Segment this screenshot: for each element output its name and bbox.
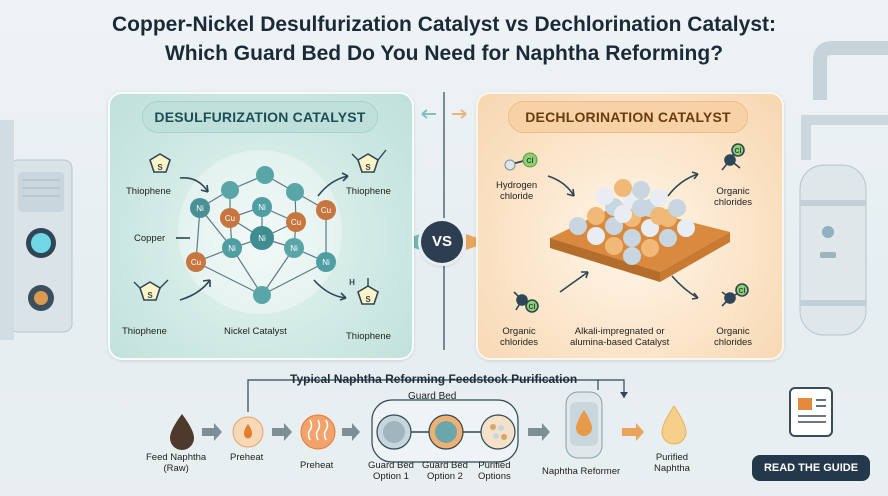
read-the-guide-button[interactable]: READ THE GUIDE bbox=[752, 455, 870, 481]
process-flow bbox=[170, 379, 687, 463]
label-copper: Copper bbox=[134, 233, 166, 244]
guard-bed-title: Guard Bed bbox=[408, 391, 457, 402]
label-purified-options: Purified Options bbox=[478, 460, 511, 482]
control-cabinet-icon bbox=[0, 120, 73, 340]
pressure-vessel-icon bbox=[799, 41, 888, 336]
label-line: chlorides bbox=[714, 337, 753, 348]
page-title: Copper-Nickel Desulfurization Catalyst v… bbox=[0, 10, 888, 68]
atom-label-s: S bbox=[147, 291, 153, 300]
label-naphtha-reformer: Naphtha Reformer bbox=[542, 466, 621, 477]
label-line: Organic bbox=[502, 326, 536, 337]
label-thiophene-bottom-left: Thiophene bbox=[122, 326, 167, 337]
label-line: alumina-based Catalyst bbox=[570, 337, 670, 348]
flow-arrows bbox=[202, 423, 644, 441]
label-line: chlorides bbox=[500, 337, 539, 348]
atom-label-cl: Cl bbox=[739, 288, 746, 295]
cu-ni-catalyst-cluster bbox=[178, 150, 342, 314]
label-line: Option 2 bbox=[427, 471, 463, 482]
organic-chloride-icon bbox=[513, 143, 749, 313]
atom-label-ni: Ni bbox=[322, 258, 330, 267]
label-line: Guard Bed bbox=[422, 460, 468, 471]
label-nickel-catalyst: Nickel Catalyst bbox=[224, 326, 287, 337]
label-guard-bed-option-1: Guard Bed Option 1 bbox=[368, 460, 414, 482]
atom-label-ni: Ni bbox=[196, 204, 204, 213]
label-feed-naphtha: Feed Naphtha (Raw) bbox=[146, 452, 206, 474]
label-preheat-2: Preheat bbox=[300, 460, 334, 471]
label-line: Naphtha bbox=[654, 463, 690, 474]
dechlorination-heading: DECHLORINATION CATALYST bbox=[508, 101, 748, 133]
atom-label-cl: Cl bbox=[735, 148, 742, 155]
label-line: Alkali-impregnated or bbox=[574, 326, 665, 337]
thiophene-molecule-icon bbox=[139, 153, 379, 305]
label-guard-bed-option-2: Guard Bed Option 2 bbox=[422, 460, 468, 482]
label-line: Option 1 bbox=[373, 471, 409, 482]
label-organic-chlorides-bottom-left: Organic chlorides bbox=[500, 326, 538, 348]
desulfurization-heading: DESULFURIZATION CATALYST bbox=[142, 101, 378, 133]
label-organic-chlorides-top-right: Organic chlorides bbox=[714, 186, 752, 208]
hcl-molecule-icon bbox=[504, 152, 538, 171]
vs-badge: VS bbox=[421, 221, 463, 263]
label-line: Feed Naphtha bbox=[146, 452, 207, 463]
atom-label-cu: Cu bbox=[321, 206, 331, 215]
label-line: chlorides bbox=[714, 197, 753, 208]
atom-label-s: S bbox=[365, 295, 371, 304]
label-purified-naphtha: Purified Naphtha bbox=[654, 452, 690, 474]
title-line-1: Copper-Nickel Desulfurization Catalyst v… bbox=[112, 13, 776, 36]
atom-label-ni: Ni bbox=[258, 234, 266, 243]
label-line: chloride bbox=[499, 191, 534, 202]
atom-label-s: S bbox=[157, 163, 163, 172]
label-organic-chlorides-bottom-right: Organic chlorides bbox=[714, 326, 752, 348]
atom-label-cu: Cu bbox=[225, 214, 235, 223]
atom-label-s: S bbox=[365, 163, 371, 172]
dechlorination-arrows bbox=[547, 171, 699, 300]
label-thiophene-top-left: Thiophene bbox=[126, 186, 171, 197]
atom-label-cl: Cl bbox=[527, 158, 534, 165]
atom-label-cu: Cu bbox=[191, 258, 201, 267]
atom-label-cu: Cu bbox=[291, 218, 301, 227]
label-thiophene-bottom-right: Thiophene bbox=[346, 331, 391, 342]
document-icon bbox=[789, 387, 833, 437]
label-alkali-catalyst: Alkali-impregnated or alumina-based Cata… bbox=[570, 326, 669, 348]
atom-label-ni: Ni bbox=[258, 203, 266, 212]
label-thiophene-top-right: Thiophene bbox=[346, 186, 391, 197]
atom-label-h: H bbox=[349, 278, 355, 287]
label-line: Guard Bed bbox=[368, 460, 414, 471]
desulfurization-panel bbox=[108, 92, 414, 360]
label-line: Organic bbox=[716, 326, 750, 337]
process-flow-title: Typical Naphtha Reforming Feedstock Puri… bbox=[290, 372, 578, 386]
reaction-arrows bbox=[176, 172, 349, 301]
label-preheat-1: Preheat bbox=[230, 452, 264, 463]
title-line-2: Which Guard Bed Do You Need for Naphtha … bbox=[164, 42, 724, 65]
label-line: Hydrogen bbox=[496, 180, 538, 191]
label-line: Purified bbox=[478, 460, 511, 471]
label-line: (Raw) bbox=[163, 463, 189, 474]
label-hydrogen-chloride: Hydrogen chloride bbox=[496, 180, 537, 202]
atom-label-ni: Ni bbox=[228, 244, 236, 253]
label-line: Purified bbox=[655, 452, 689, 463]
atom-label-ni: Ni bbox=[290, 244, 298, 253]
atom-label-cl: Cl bbox=[529, 304, 536, 311]
catalyst-bed-illustration bbox=[550, 179, 730, 282]
label-line: Options bbox=[478, 471, 511, 482]
label-line: Organic bbox=[716, 186, 750, 197]
